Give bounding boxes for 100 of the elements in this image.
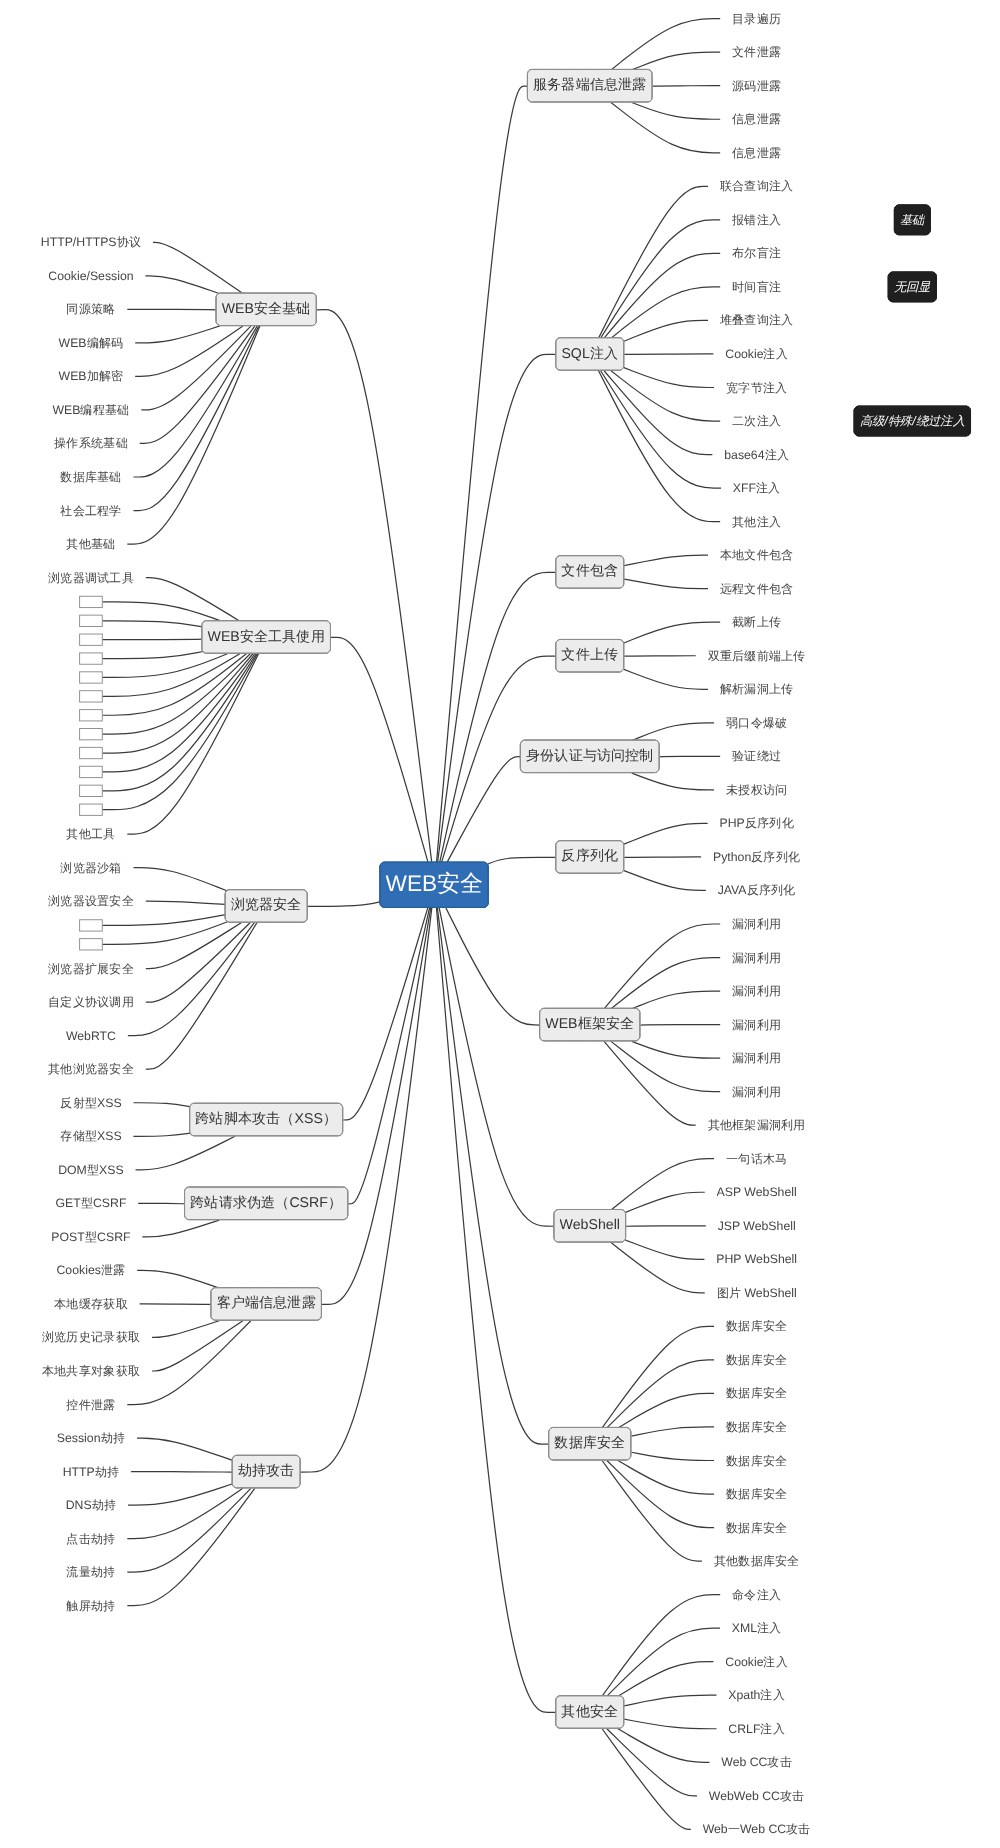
connector	[610, 370, 722, 422]
connector	[141, 1219, 220, 1238]
connector	[126, 308, 218, 311]
connector	[600, 219, 722, 339]
connector	[126, 922, 255, 1037]
connector	[101, 921, 229, 945]
connector	[603, 252, 722, 339]
node-box	[79, 633, 103, 646]
connector	[597, 185, 710, 339]
connector	[436, 907, 550, 1445]
node-box	[79, 728, 103, 741]
connector	[623, 578, 710, 590]
connector	[144, 275, 221, 295]
connector	[651, 85, 722, 87]
connector	[435, 85, 529, 864]
connector	[606, 1459, 716, 1529]
connector	[439, 571, 557, 864]
connector	[347, 907, 431, 1205]
connector	[101, 653, 228, 679]
connector	[132, 1132, 191, 1137]
connector	[631, 990, 722, 1010]
connector	[101, 650, 204, 660]
connector	[486, 856, 557, 865]
connector	[601, 1325, 716, 1429]
connector	[631, 772, 716, 791]
connector	[101, 653, 254, 754]
connector	[144, 900, 227, 905]
connector	[624, 1239, 706, 1260]
node-box	[79, 919, 103, 932]
node-box	[79, 709, 103, 722]
connector	[144, 922, 242, 970]
connector	[610, 1241, 706, 1294]
connector	[144, 576, 241, 622]
connector	[631, 51, 722, 71]
node-box	[79, 765, 103, 779]
connector	[440, 655, 557, 864]
connector	[623, 856, 703, 859]
connector	[617, 1728, 711, 1763]
connector	[316, 309, 433, 864]
connector	[617, 1459, 716, 1495]
node-box	[79, 614, 103, 627]
connector	[438, 907, 555, 1227]
connector	[101, 638, 203, 641]
connector	[610, 956, 722, 1010]
connector	[623, 870, 707, 892]
connector	[126, 1487, 244, 1540]
connector	[610, 18, 722, 71]
connector	[126, 1320, 252, 1406]
connector	[623, 1694, 718, 1707]
connector	[623, 353, 715, 356]
connector	[137, 1202, 186, 1205]
connector	[307, 900, 381, 908]
connector	[445, 907, 541, 1026]
connector	[126, 1487, 252, 1573]
node-box	[79, 690, 103, 703]
connector	[321, 907, 432, 1306]
connector	[601, 1594, 722, 1697]
connector	[610, 101, 722, 154]
connector	[101, 914, 227, 927]
node-box	[79, 803, 103, 816]
node-box	[79, 746, 103, 760]
connector	[631, 101, 722, 120]
connector	[623, 668, 710, 690]
connector	[130, 1471, 234, 1473]
connector	[623, 367, 716, 389]
connector	[101, 653, 251, 735]
connector	[126, 1483, 234, 1506]
connector	[126, 1487, 256, 1607]
connector	[601, 1459, 703, 1562]
connector	[140, 325, 252, 411]
connector	[623, 319, 710, 342]
connector	[623, 1718, 718, 1730]
connector	[342, 907, 429, 1121]
connector	[603, 1040, 697, 1126]
connector	[135, 1437, 234, 1461]
connector	[144, 922, 251, 1003]
connector	[606, 1359, 716, 1429]
connector	[606, 1728, 699, 1797]
connector	[623, 621, 722, 644]
connector	[150, 1320, 244, 1372]
connector	[600, 370, 723, 489]
connector	[132, 866, 229, 892]
connector	[132, 325, 258, 478]
connector	[624, 1191, 706, 1214]
connector	[144, 922, 258, 1070]
connector	[623, 554, 710, 567]
connector	[150, 1320, 220, 1339]
connector	[101, 620, 203, 628]
connector	[126, 325, 261, 545]
connector	[630, 1426, 716, 1437]
connector	[134, 325, 221, 344]
connector	[597, 370, 722, 523]
connector	[151, 241, 244, 295]
connector	[610, 1158, 716, 1211]
connector	[101, 601, 222, 622]
connector	[606, 1627, 722, 1697]
connector	[134, 1135, 236, 1171]
connector	[630, 1451, 716, 1462]
connector	[617, 1392, 716, 1429]
connector	[631, 1040, 722, 1059]
